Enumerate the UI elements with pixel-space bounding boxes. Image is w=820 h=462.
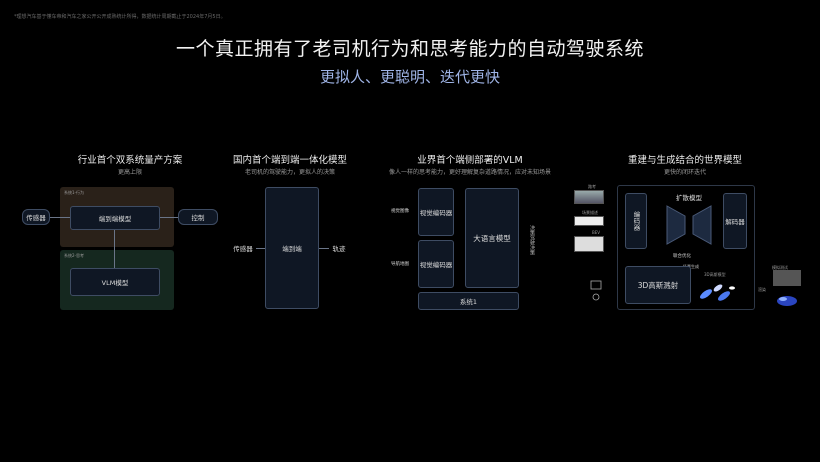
panel3-sub: 像人一样的思考能力，更好理解复杂道路情况，应对未知场景 xyxy=(388,169,551,176)
world-model-frame xyxy=(617,185,755,310)
system1-box: 系统1 xyxy=(418,292,519,310)
panel4-heading: 重建与生成结合的世界模型 xyxy=(627,155,742,166)
system2-label: 系统2-思考 xyxy=(64,253,84,258)
panel1-heading: 行业首个双系统量产方案 xyxy=(77,155,183,166)
page-subtitle: 更拟人、更聪明、迭代更快 xyxy=(319,68,500,86)
scene-desc-image xyxy=(574,216,604,226)
panel3-heading: 业界首个端侧部署的VLM xyxy=(417,155,523,166)
connector xyxy=(50,217,70,218)
system1-label: 系统1-行为 xyxy=(64,190,84,195)
visual-encoder-2: 视觉编码器 xyxy=(418,240,454,288)
visual-image-input: 视觉图像 xyxy=(391,209,409,214)
render-output-blobs-icon xyxy=(777,296,797,306)
nav-map-input: 导航地图 xyxy=(391,262,409,267)
image-label-2: 场景描述 xyxy=(582,210,598,215)
image-label-1: 路考 xyxy=(588,184,596,189)
connector xyxy=(114,230,115,268)
sensor-input-2: 传感器 xyxy=(233,245,253,253)
joint-opt-label: 联合优化 xyxy=(673,254,691,259)
encoder-box: 编码器 xyxy=(625,193,647,249)
connector xyxy=(160,217,178,218)
diffusion-icon xyxy=(666,205,712,245)
llm-box: 大语言模型 xyxy=(465,188,519,288)
visual-encoder-1: 视觉编码器 xyxy=(418,188,454,236)
recon-label: 3D高斯模型 xyxy=(704,272,726,277)
diffusion-label: 扩散模型 xyxy=(676,194,702,202)
decoder-box: 解码器 xyxy=(723,193,747,249)
panel1-sub: 更高上限 xyxy=(117,169,142,176)
page-title: 一个真正拥有了老司机行为和思考能力的自动驾驶系统 xyxy=(175,38,644,60)
render-output-image xyxy=(773,270,801,286)
trajectory-output: 轨迹 xyxy=(332,245,346,253)
input-icons xyxy=(590,280,602,301)
gaussian-blobs-icon xyxy=(700,284,735,301)
image-label-3: BEV xyxy=(592,230,601,235)
decision-label: 决策驾驶决策 xyxy=(529,225,535,255)
gaussian-splat-box: 3D高斯溅射 xyxy=(625,266,691,304)
sim-test-label: 模拟测试 xyxy=(772,265,788,270)
sensor-input-1: 传感器 xyxy=(22,209,50,225)
vlm-model-box: VLM模型 xyxy=(70,268,160,296)
panel2-sub: 老司机的驾驶能力，更拟人的决策 xyxy=(244,169,335,176)
render-label: 渲染 xyxy=(758,287,766,292)
scene-gen-label: 场景生成 xyxy=(683,264,699,269)
e2e-box: 端到端 xyxy=(265,187,319,309)
e2e-model-box: 端到端模型 xyxy=(70,206,160,230)
connector xyxy=(256,248,265,249)
panel2-heading: 国内首个端到端一体化模型 xyxy=(232,155,347,166)
bev-image xyxy=(574,236,604,252)
road-image xyxy=(574,190,604,204)
footnote: *理想汽车基于懂车帝和汽车之家公开公开成熟统计所得，数据统计周期截止于2024年… xyxy=(14,14,226,20)
control-output: 控制 xyxy=(178,209,218,225)
panel4-sub: 更快的闭环迭代 xyxy=(663,169,706,176)
connector xyxy=(319,248,329,249)
